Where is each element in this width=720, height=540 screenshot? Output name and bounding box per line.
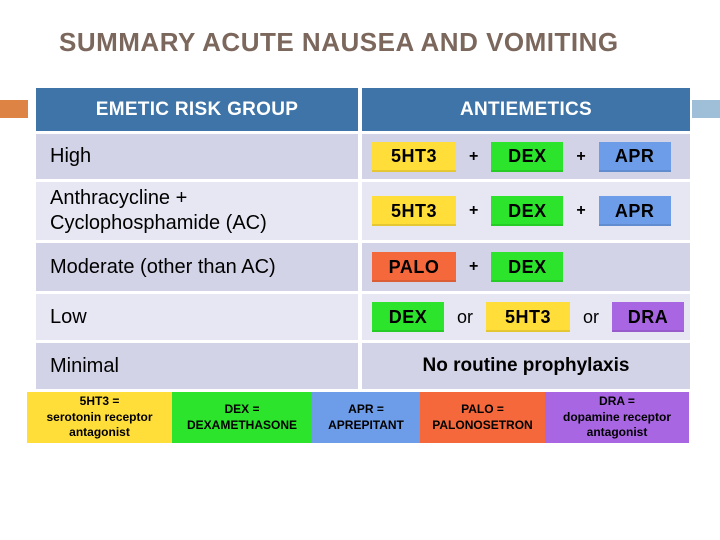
drug-pill-5ht3: 5HT3 [372, 196, 456, 226]
risk-label: Minimal [36, 343, 358, 389]
legend-line: antagonist [69, 425, 130, 440]
table-row-anthracycline-ac: Anthracycline + Cyclophosphamide (AC) 5H… [36, 182, 690, 240]
legend-line: PALONOSETRON [432, 417, 533, 432]
legend-item-dra: DRA = dopamine receptor antagonist [545, 392, 689, 443]
drug-pill-dra: DRA [612, 302, 685, 332]
operator-plus: + [576, 147, 586, 165]
legend-line: antagonist [586, 425, 648, 440]
regimen-cell: 5HT3 + DEX + APR [362, 182, 690, 240]
legend-line: 5HT3 = [79, 394, 120, 409]
legend-line: APR = [348, 401, 384, 416]
legend-line: PALO = [461, 401, 504, 416]
risk-label: Anthracycline + Cyclophosphamide (AC) [36, 182, 358, 240]
drug-pill-dex: DEX [372, 302, 444, 332]
header-emetic-risk-group: EMETIC RISK GROUP [36, 88, 358, 131]
drug-pill-palo: PALO [372, 252, 456, 282]
risk-label-text: High [50, 145, 92, 167]
legend-line: dopamine receptor [562, 409, 672, 424]
risk-label-text: Anthracycline + Cyclophosphamide (AC) [50, 187, 267, 234]
risk-label: High [36, 134, 358, 179]
drug-pill-5ht3: 5HT3 [486, 302, 571, 332]
drug-pill-apr: APR [598, 196, 671, 226]
legend-item-apr: APR = APREPITANT [312, 392, 420, 443]
operator-or: or [583, 306, 600, 327]
operator-plus: + [469, 202, 479, 219]
header-antiemetics: ANTIEMETICS [362, 88, 690, 131]
drug-pill-dex: DEX [491, 141, 564, 172]
drug-pill-dex: DEX [491, 196, 564, 226]
orange-accent-square [0, 100, 28, 118]
table-row-moderate: Moderate (other than AC) PALO + DEX [36, 243, 690, 291]
risk-label-text: Low [50, 305, 87, 328]
regimen-cell: 5HT3 + DEX + APR [362, 134, 690, 179]
risk-label: Moderate (other than AC) [36, 243, 358, 291]
operator-or: or [457, 306, 474, 327]
table-row-low: Low DEX or 5HT3 or DRA [36, 294, 690, 340]
table-row-minimal: Minimal No routine prophylaxis [36, 343, 690, 389]
legend-line: APREPITANT [328, 417, 404, 432]
operator-plus: + [469, 147, 479, 165]
blue-accent-square [692, 100, 720, 118]
no-prophylaxis-note: No routine prophylaxis [362, 343, 690, 389]
legend: 5HT3 = serotonin receptor antagonist DEX… [27, 392, 689, 443]
operator-plus: + [576, 202, 586, 219]
table-row-high: High 5HT3 + DEX + APR [36, 134, 690, 179]
regimen-cell: DEX or 5HT3 or DRA [362, 294, 690, 340]
legend-line: DRA = [599, 394, 635, 409]
risk-label-text: Moderate (other than AC) [50, 255, 276, 278]
operator-plus: + [469, 258, 479, 275]
slide-title: SUMMARY ACUTE NAUSEA AND VOMITING [59, 27, 619, 57]
legend-line: DEX = [224, 401, 260, 416]
legend-item-dex: DEX = DEXAMETHASONE [172, 392, 312, 443]
legend-line: DEXAMETHASONE [186, 417, 297, 432]
risk-label: Low [36, 294, 358, 340]
legend-line: serotonin receptor [46, 409, 153, 424]
table-header-row: EMETIC RISK GROUP ANTIEMETICS [36, 88, 690, 131]
antiemetics-table: EMETIC RISK GROUP ANTIEMETICS High 5HT3 … [36, 88, 690, 392]
drug-pill-apr: APR [598, 141, 671, 172]
legend-item-palo: PALO = PALONOSETRON [420, 392, 545, 443]
regimen-cell: PALO + DEX [362, 243, 690, 291]
risk-label-text: Minimal [50, 354, 119, 377]
drug-pill-5ht3: 5HT3 [372, 141, 456, 172]
legend-item-5ht3: 5HT3 = serotonin receptor antagonist [27, 392, 172, 443]
drug-pill-dex: DEX [491, 252, 564, 282]
